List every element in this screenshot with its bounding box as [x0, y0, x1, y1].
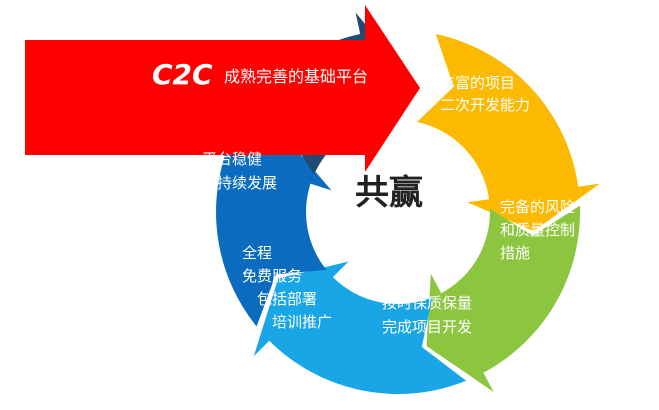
segment-green-text: 完备的风险 和质量控制 措施 [500, 198, 575, 262]
cycle-arrow-green [426, 205, 581, 393]
cycle-arrow-yellow [417, 34, 600, 232]
cycle-arrow-lightblue [253, 261, 467, 394]
cycle-arrow-blue [204, 135, 332, 327]
red-banner-arrow [25, 5, 420, 172]
segment-text-line: 二次开发能力 [440, 96, 530, 114]
segment-lightblue-text: 按时保质保量 完成项目开发 [382, 294, 472, 336]
segment-text-line: 培训推广 [272, 313, 332, 331]
brand-label: C2C [152, 58, 213, 91]
segment-text-line: 免费服务 [242, 267, 302, 285]
segment-text-line: 完成项目开发 [382, 318, 472, 336]
segment-text-line: 和质量控制 [500, 221, 575, 239]
segment-text-line: 平台稳健 [202, 150, 262, 168]
segment-text-line: 按时保质保量 [382, 294, 472, 312]
segment-text-line: 可持续发展 [202, 174, 277, 192]
segment-blue-text: 全程 免费服务 包括部署 培训推广 [242, 244, 332, 331]
segment-text-line: 措施 [500, 244, 530, 262]
segment-text-line: 丰富的项目 [440, 74, 515, 92]
center-label: 共赢 [355, 173, 423, 213]
segment-text-line: 包括部署 [257, 290, 317, 308]
segment-text-line: 全程 [242, 244, 272, 262]
segment-yellow-text: 丰富的项目 二次开发能力 [440, 74, 530, 114]
banner-text: 成熟完善的基础平台 [224, 67, 368, 86]
segment-navy-text: 平台稳健 可持续发展 [202, 150, 277, 192]
segment-text-line: 完备的风险 [500, 198, 575, 216]
